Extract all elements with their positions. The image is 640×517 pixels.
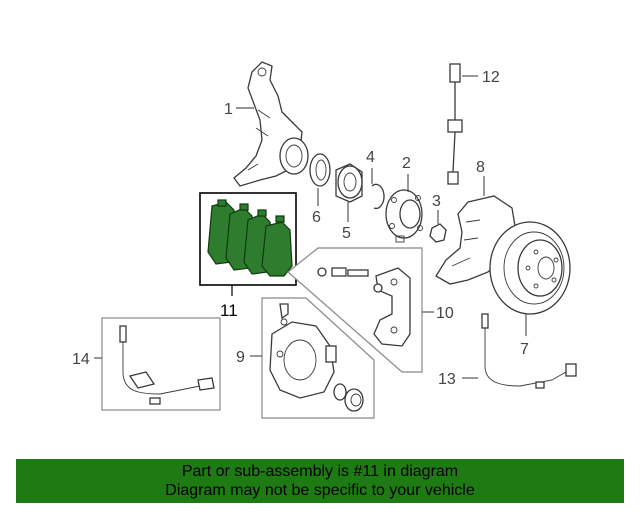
bleeder-screw-part <box>279 303 289 326</box>
wear-sensor-part <box>119 325 215 405</box>
callout-3: 3 <box>432 193 441 210</box>
caliper-part <box>269 321 337 399</box>
hub-nut-part[interactable] <box>429 223 447 243</box>
snap-ring-part[interactable] <box>371 183 385 210</box>
callout-6: 6 <box>312 209 321 226</box>
callout-4: 4 <box>366 149 375 166</box>
steering-knuckle-part[interactable] <box>233 61 309 187</box>
info-banner: Part or sub-assembly is #11 in diagram D… <box>16 459 624 503</box>
wheel-bearing-part[interactable] <box>335 163 363 203</box>
caliper-support-box[interactable] <box>287 247 423 373</box>
abs-sensor-part[interactable] <box>481 313 577 389</box>
callout-8: 8 <box>476 159 485 176</box>
brake-hose-part[interactable] <box>447 63 463 185</box>
callout-11: 11 <box>220 301 238 320</box>
caliper-bracket-part <box>373 267 411 347</box>
callout-1: 1 <box>224 101 233 118</box>
banner-line-1: Part or sub-assembly is #11 in diagram <box>181 463 459 480</box>
brake-pad-set-box[interactable] <box>199 192 297 286</box>
caliper-box[interactable] <box>261 297 375 419</box>
piston-seal-part <box>333 383 364 412</box>
callout-12: 12 <box>482 69 500 86</box>
guide-pin-part <box>317 267 383 293</box>
callout-13: 13 <box>438 371 456 388</box>
callout-2: 2 <box>402 155 411 172</box>
seal-part[interactable] <box>309 153 331 187</box>
wear-sensor-box[interactable] <box>101 317 221 411</box>
callout-14: 14 <box>72 351 90 368</box>
brake-rotor-part[interactable] <box>489 221 571 315</box>
callout-9: 9 <box>236 349 245 366</box>
banner-line-2: Diagram may not be specific to your vehi… <box>165 482 475 499</box>
wheel-hub-part[interactable] <box>385 189 423 243</box>
callout-10: 10 <box>436 305 454 322</box>
callout-7: 7 <box>520 341 529 358</box>
callout-5: 5 <box>342 225 351 242</box>
